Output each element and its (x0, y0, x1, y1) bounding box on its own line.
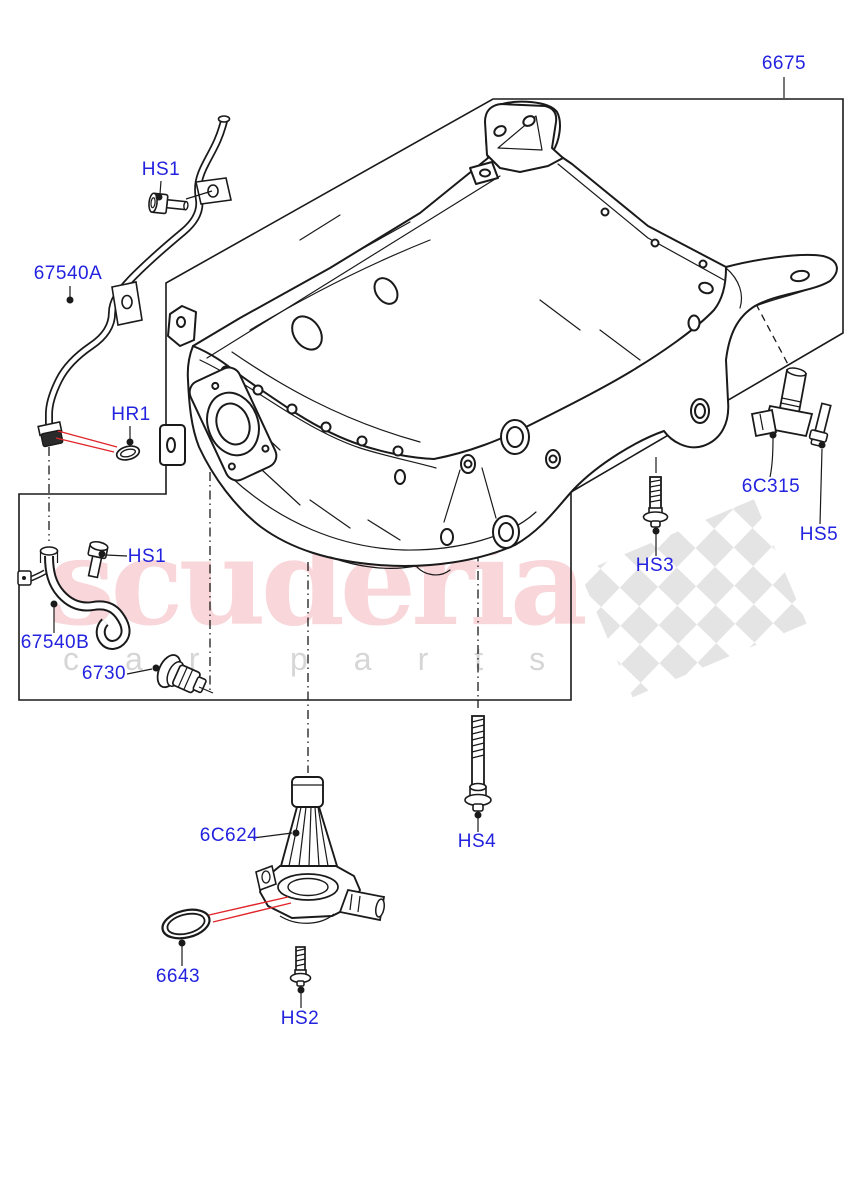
checkered-flag-watermark (579, 499, 807, 698)
o-ring-6643-drawing (161, 908, 211, 940)
part-label-hs1-lower[interactable]: HS1 (127, 546, 167, 567)
part-label-6730[interactable]: 6730 (81, 663, 127, 684)
part-label-hs4[interactable]: HS4 (457, 831, 497, 852)
washer-hr1-drawing (115, 445, 141, 461)
part-label-hs5[interactable]: HS5 (799, 524, 839, 545)
crankshaft-sensor-drawing (750, 367, 814, 438)
part-label-67540A[interactable]: 67540A (33, 263, 103, 284)
part-label-6675[interactable]: 6675 (761, 53, 807, 74)
part-label-67540B[interactable]: 67540B (20, 632, 90, 653)
oil-drain-tube-drawing (17, 546, 131, 650)
bolt-hs1-upper-drawing (148, 192, 189, 215)
part-label-6C315[interactable]: 6C315 (741, 476, 801, 497)
part-label-6C624[interactable]: 6C624 (199, 825, 259, 846)
bolt-hs2-drawing (289, 946, 312, 987)
red-leader-lines (55, 430, 292, 923)
bolt-hs4-drawing (464, 715, 492, 812)
boundary-box (18, 98, 844, 701)
part-label-hs2[interactable]: HS2 (280, 1008, 320, 1029)
oil-pan-drawing (159, 100, 838, 576)
part-label-hs3[interactable]: HS3 (635, 555, 675, 576)
leader-lines (50, 77, 826, 1008)
part-label-6643[interactable]: 6643 (155, 966, 201, 987)
part-label-hs1-upper[interactable]: HS1 (141, 159, 181, 180)
oil-level-sensor-drawing (255, 776, 386, 924)
dipstick-tube-drawing (37, 115, 232, 448)
tagline-right-text: parts (290, 641, 591, 677)
part-label-hr1[interactable]: HR1 (111, 404, 151, 425)
bolt-hs3-drawing (642, 476, 669, 528)
bolt-hs5-drawing (808, 402, 832, 447)
